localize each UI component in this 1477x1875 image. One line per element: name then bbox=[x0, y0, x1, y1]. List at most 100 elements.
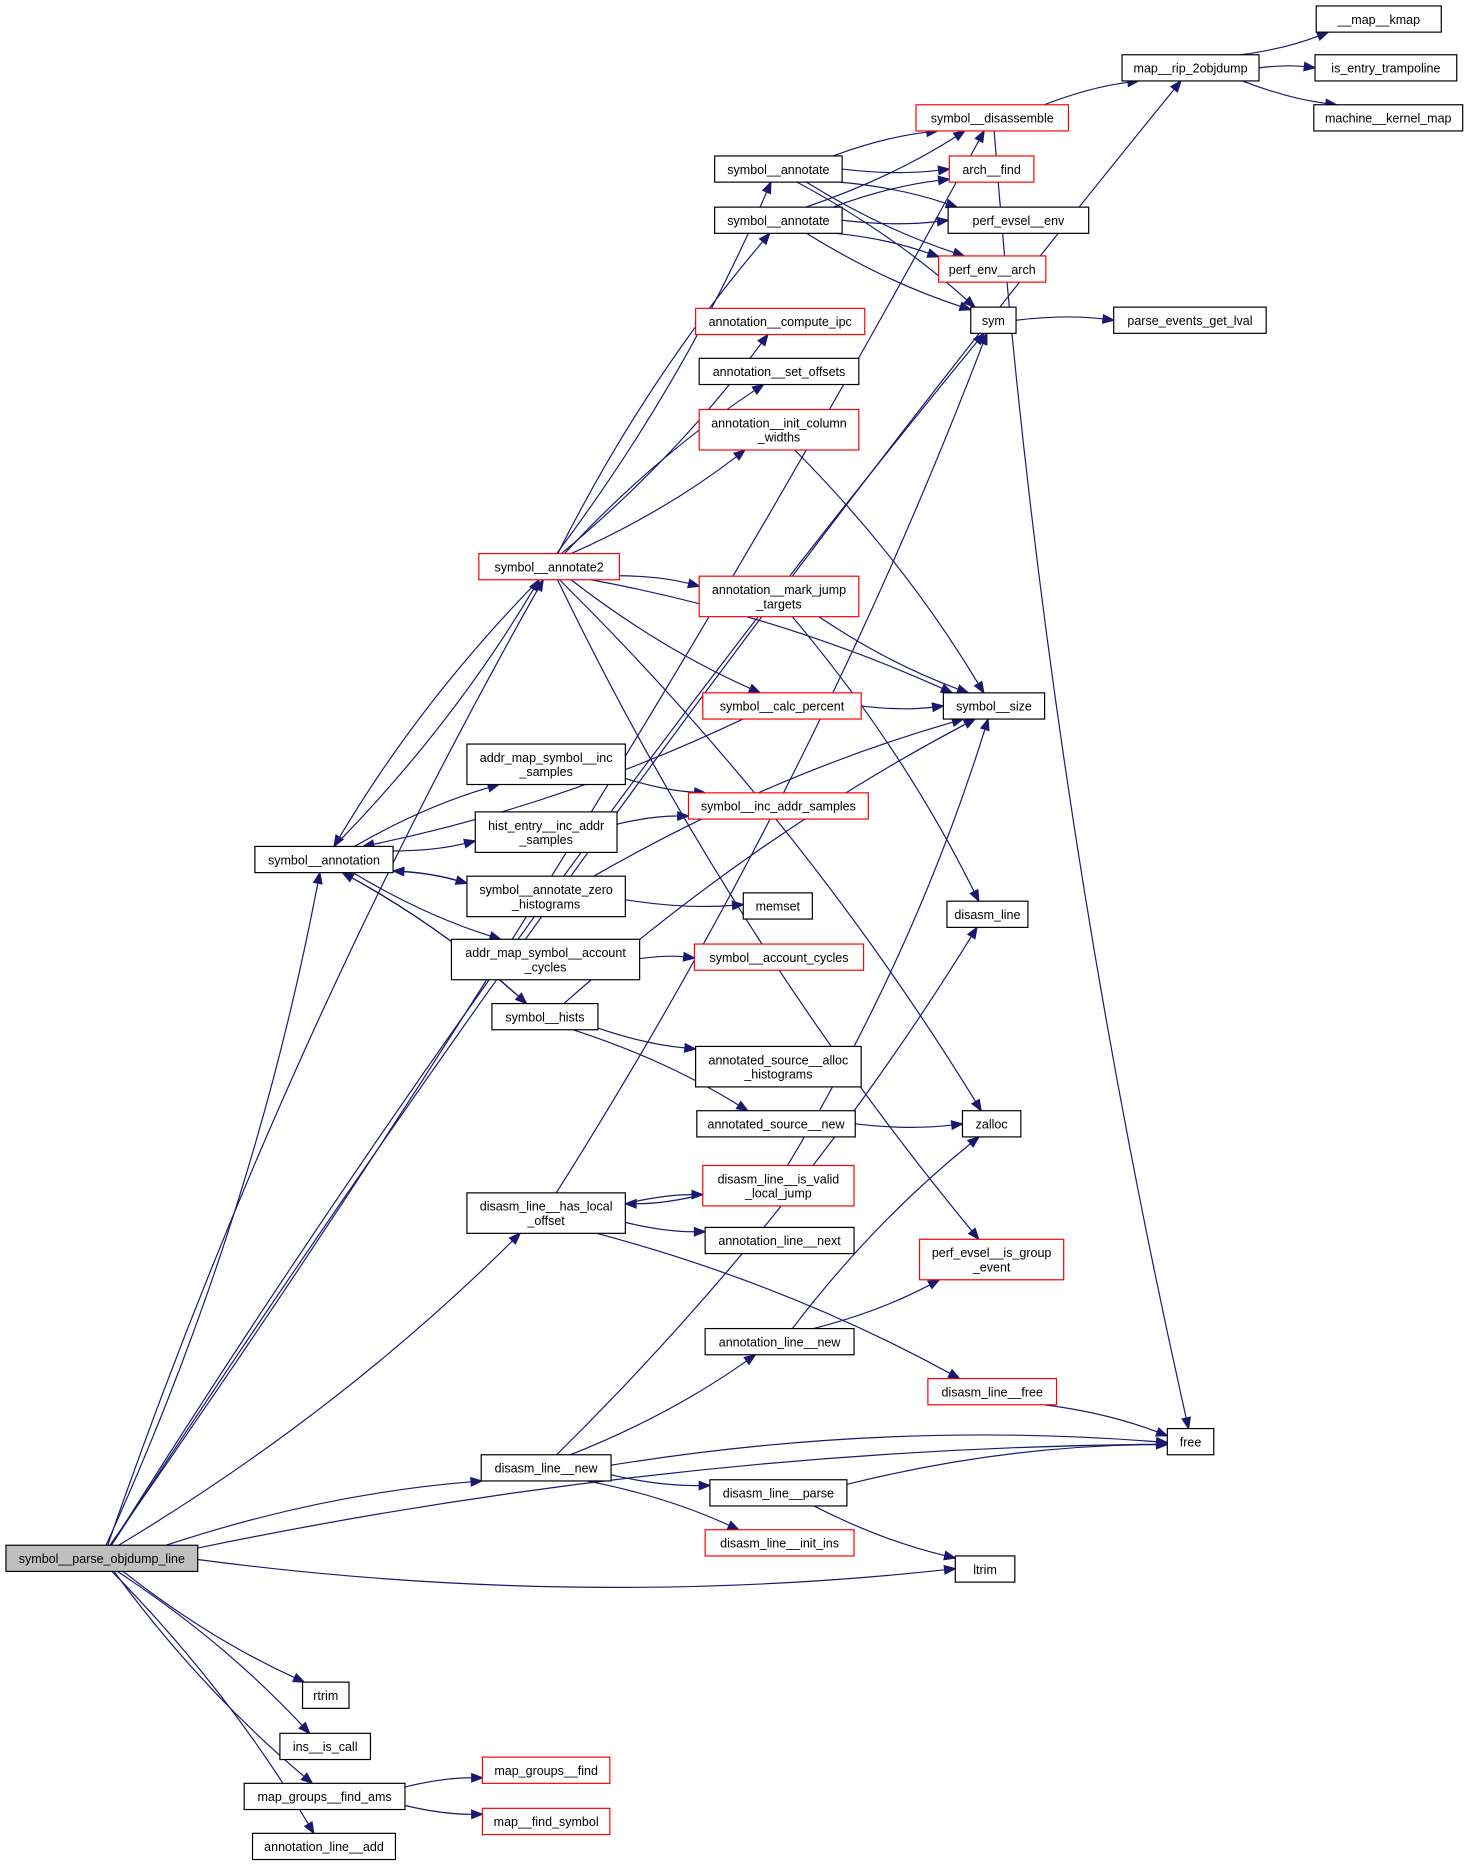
node-line-next[interactable]: annotation_line__next bbox=[704, 1226, 855, 1255]
node-box[interactable] bbox=[698, 408, 860, 451]
node-box[interactable] bbox=[948, 155, 1035, 183]
node-box[interactable] bbox=[702, 692, 862, 720]
node-init-col[interactable]: annotation__init_column_widths bbox=[698, 408, 860, 451]
node-box[interactable] bbox=[481, 1807, 611, 1836]
node-acc-cycles[interactable]: symbol__account_cycles bbox=[693, 943, 865, 971]
node-box[interactable] bbox=[1315, 5, 1442, 33]
node-box[interactable] bbox=[491, 1002, 599, 1031]
node-box[interactable] bbox=[698, 575, 860, 618]
node-evsel-env[interactable]: perf_evsel__env bbox=[947, 206, 1090, 234]
node-compute-ipc[interactable]: annotation__compute_ipc bbox=[695, 307, 866, 336]
node-hists[interactable]: symbol__hists bbox=[491, 1002, 599, 1031]
node-annotate2[interactable]: symbol__annotate2 bbox=[478, 552, 620, 581]
node-box[interactable] bbox=[1314, 54, 1458, 82]
node-box[interactable] bbox=[251, 1832, 397, 1861]
node-box[interactable] bbox=[1166, 1427, 1215, 1456]
node-box[interactable] bbox=[946, 900, 1029, 928]
node-map-kmap[interactable]: __map__kmap bbox=[1315, 5, 1442, 33]
node-line-add[interactable]: annotation_line__add bbox=[251, 1832, 397, 1861]
node-box[interactable] bbox=[927, 1377, 1058, 1406]
node-calc-percent[interactable]: symbol__calc_percent bbox=[702, 692, 862, 720]
node-sym[interactable]: sym bbox=[970, 306, 1017, 334]
node-annotate-a[interactable]: symbol__annotate bbox=[714, 155, 843, 183]
node-ins-call[interactable]: ins__is_call bbox=[279, 1732, 372, 1761]
node-box[interactable] bbox=[480, 1454, 612, 1482]
node-box[interactable] bbox=[942, 692, 1046, 720]
node-src-new[interactable]: annotated_source__new bbox=[696, 1110, 856, 1138]
node-sym-size[interactable]: symbol__size bbox=[942, 692, 1046, 720]
node-box[interactable] bbox=[696, 1110, 856, 1138]
node-box[interactable] bbox=[742, 892, 813, 920]
node-find-ams[interactable]: map_groups__find_ams bbox=[243, 1782, 406, 1811]
node-rtrim[interactable]: rtrim bbox=[301, 1681, 350, 1709]
node-root[interactable]: symbol__parse_objdump_line bbox=[5, 1544, 199, 1573]
node-zero-hist[interactable]: symbol__annotate_zero_histograms bbox=[466, 875, 626, 918]
node-zalloc[interactable]: zalloc bbox=[961, 1110, 1022, 1138]
node-box[interactable] bbox=[1121, 54, 1260, 82]
node-group-event[interactable]: perf_evsel__is_group_event bbox=[918, 1238, 1065, 1281]
node-ltrim[interactable]: ltrim bbox=[954, 1555, 1016, 1583]
node-box[interactable] bbox=[695, 1045, 862, 1088]
node-box[interactable] bbox=[970, 306, 1017, 334]
node-box[interactable] bbox=[709, 1479, 848, 1507]
node-box[interactable] bbox=[687, 792, 869, 820]
node-box[interactable] bbox=[918, 1238, 1065, 1281]
node-mg-find[interactable]: map_groups__find bbox=[481, 1756, 611, 1784]
node-annotation[interactable]: symbol__annotation bbox=[254, 845, 394, 874]
node-box[interactable] bbox=[704, 1226, 855, 1255]
node-box[interactable] bbox=[938, 255, 1047, 283]
node-map-rip[interactable]: map__rip_2objdump bbox=[1121, 54, 1260, 82]
node-addr-inc[interactable]: addr_map_symbol__inc_samples bbox=[466, 743, 626, 786]
node-env-arch[interactable]: perf_env__arch bbox=[938, 255, 1047, 283]
node-dl-init-ins[interactable]: disasm_line__init_ins bbox=[704, 1529, 855, 1557]
node-arch-find[interactable]: arch__find bbox=[948, 155, 1035, 183]
node-disassemble[interactable]: symbol__disassemble bbox=[915, 104, 1070, 132]
node-box[interactable] bbox=[698, 357, 860, 386]
node-mark-jump[interactable]: annotation__mark_jump_targets bbox=[698, 575, 860, 618]
node-inc-addr[interactable]: symbol__inc_addr_samples bbox=[687, 792, 869, 820]
node-box[interactable] bbox=[704, 1529, 855, 1557]
node-valid-jump[interactable]: disasm_line__is_valid_local_jump bbox=[702, 1164, 855, 1207]
node-line-new[interactable]: annotation_line__new bbox=[704, 1327, 855, 1356]
node-free[interactable]: free bbox=[1166, 1427, 1215, 1456]
node-parse-lval[interactable]: parse_events_get_lval bbox=[1113, 306, 1267, 334]
node-box[interactable] bbox=[478, 552, 620, 581]
node-box[interactable] bbox=[961, 1110, 1022, 1138]
node-box[interactable] bbox=[1313, 104, 1464, 132]
node-box[interactable] bbox=[243, 1782, 406, 1811]
node-kernel-map[interactable]: machine__kernel_map bbox=[1313, 104, 1464, 132]
node-set-offsets[interactable]: annotation__set_offsets bbox=[698, 357, 860, 386]
node-annotate-b[interactable]: symbol__annotate bbox=[714, 206, 843, 234]
node-disasm-line[interactable]: disasm_line bbox=[946, 900, 1029, 928]
node-box[interactable] bbox=[279, 1732, 372, 1761]
node-box[interactable] bbox=[695, 307, 866, 336]
node-box[interactable] bbox=[947, 206, 1090, 234]
node-box[interactable] bbox=[704, 1327, 855, 1356]
node-box[interactable] bbox=[702, 1164, 855, 1207]
node-box[interactable] bbox=[714, 155, 843, 183]
node-box[interactable] bbox=[450, 938, 641, 981]
node-alloc-hist[interactable]: annotated_source__alloc_histograms bbox=[695, 1045, 862, 1088]
node-box[interactable] bbox=[301, 1681, 350, 1709]
node-box[interactable] bbox=[254, 845, 394, 874]
node-box[interactable] bbox=[466, 875, 626, 918]
node-memset[interactable]: memset bbox=[742, 892, 813, 920]
node-dl-free[interactable]: disasm_line__free bbox=[927, 1377, 1058, 1406]
node-box[interactable] bbox=[915, 104, 1070, 132]
node-box[interactable] bbox=[481, 1756, 611, 1784]
node-box[interactable] bbox=[466, 1192, 626, 1234]
node-has-local[interactable]: disasm_line__has_local_offset bbox=[466, 1192, 626, 1234]
node-box[interactable] bbox=[5, 1544, 199, 1573]
node-box[interactable] bbox=[714, 206, 843, 234]
node-dl-parse[interactable]: disasm_line__parse bbox=[709, 1479, 848, 1507]
node-is-entry[interactable]: is_entry_trampoline bbox=[1314, 54, 1458, 82]
node-addr-acc[interactable]: addr_map_symbol__account_cycles bbox=[450, 938, 641, 981]
node-dl-new[interactable]: disasm_line__new bbox=[480, 1454, 612, 1482]
node-box[interactable] bbox=[474, 811, 618, 853]
node-box[interactable] bbox=[1113, 306, 1267, 334]
node-hist-inc[interactable]: hist_entry__inc_addr_samples bbox=[474, 811, 618, 853]
node-box[interactable] bbox=[693, 943, 865, 971]
node-box[interactable] bbox=[466, 743, 626, 786]
node-box[interactable] bbox=[954, 1555, 1016, 1583]
node-find-symbol[interactable]: map__find_symbol bbox=[481, 1807, 611, 1836]
